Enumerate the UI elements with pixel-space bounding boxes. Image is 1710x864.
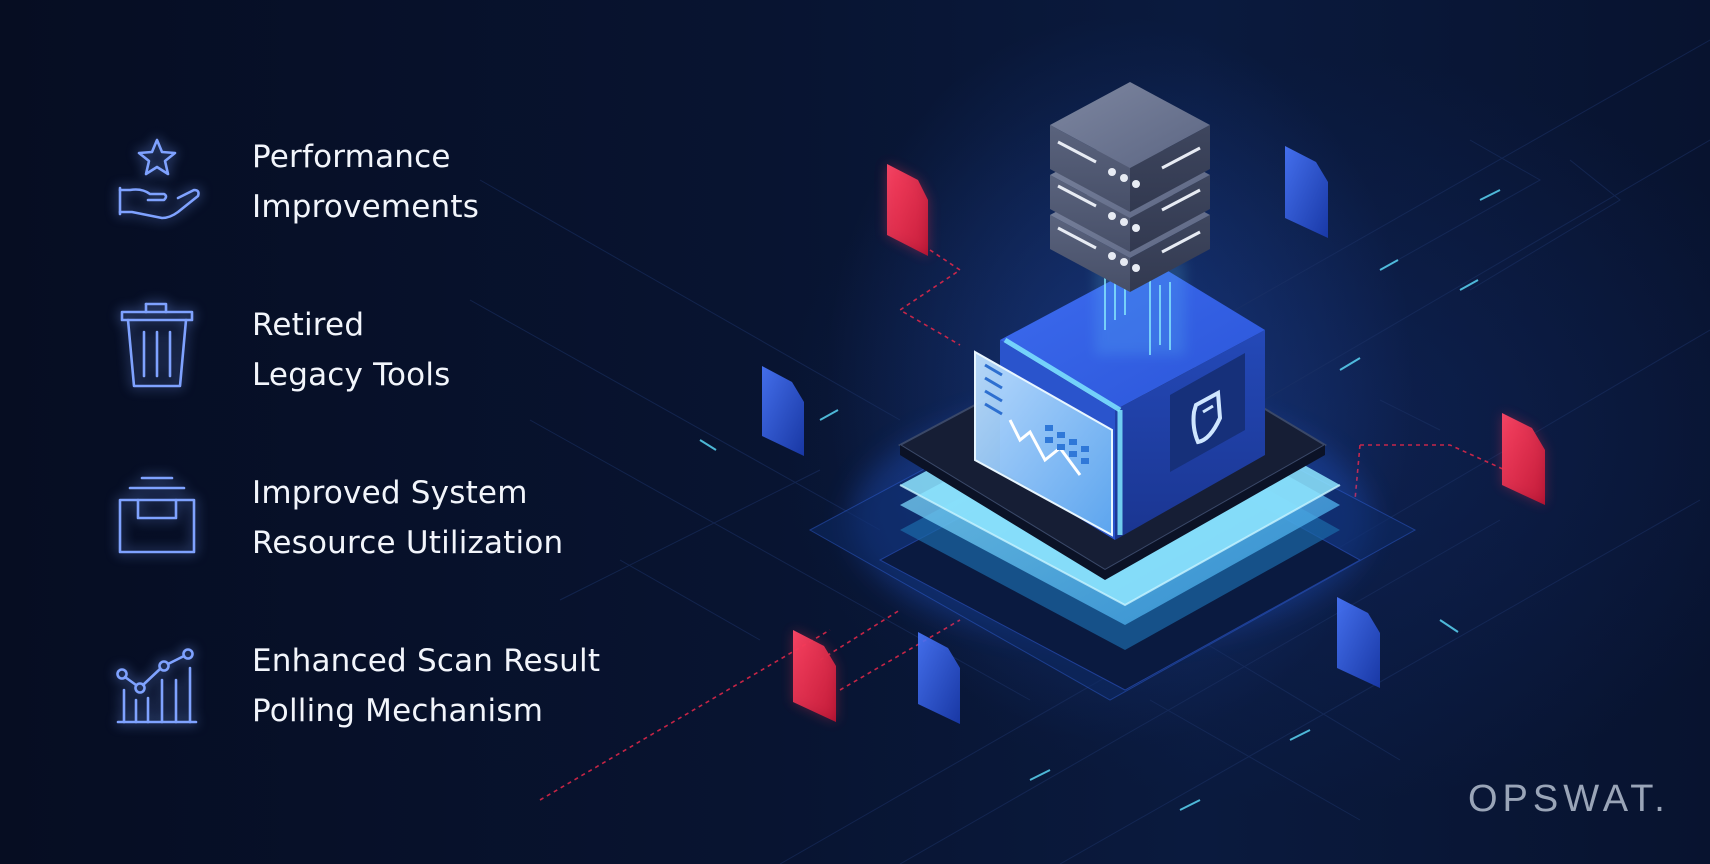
feature-label: Enhanced Scan Result Polling Mechanism: [252, 636, 600, 736]
feature-label: Improved System Resource Utilization: [252, 468, 563, 568]
doc-blue-top-right: [1285, 146, 1328, 238]
storage-box-icon: [112, 468, 202, 558]
hand-star-icon: [112, 132, 202, 222]
doc-blue-bottom-left: [918, 632, 960, 724]
line-bar-chart-icon: [112, 636, 202, 726]
feature-label-line-2: Polling Mechanism: [252, 693, 544, 729]
feature-item-resource-utilization: Improved System Resource Utilization: [112, 454, 652, 564]
feature-label-line-1: Performance: [252, 139, 451, 175]
floating-documents: [762, 146, 1545, 724]
feature-item-polling-mechanism: Enhanced Scan Result Polling Mechanism: [112, 622, 652, 732]
feature-label: Retired Legacy Tools: [252, 300, 450, 400]
feature-label-line-1: Retired: [252, 307, 365, 343]
doc-red-right: [1502, 413, 1545, 505]
feature-label-line-2: Legacy Tools: [252, 357, 451, 393]
red-connectors: [539, 249, 1506, 801]
doc-blue-bottom-right: [1337, 597, 1380, 688]
feature-item-performance: Performance Improvements: [112, 118, 652, 228]
feature-label-line-1: Improved System: [252, 475, 528, 511]
opswat-logo: OPSWAT.: [1468, 778, 1670, 820]
feature-label-line-1: Enhanced Scan Result: [252, 643, 601, 679]
circuit-highlights: [699, 189, 1501, 811]
doc-red-bottom-left: [793, 630, 836, 722]
feature-item-legacy-tools: Retired Legacy Tools: [112, 286, 652, 396]
screen-panel: [974, 350, 1113, 537]
feature-label-line-2: Resource Utilization: [252, 525, 564, 561]
grid-lines: [469, 39, 1710, 864]
server-stack: [1050, 82, 1210, 292]
doc-blue-left: [762, 366, 804, 456]
feature-label: Performance Improvements: [252, 132, 479, 232]
feature-label-line-2: Improvements: [252, 189, 480, 225]
doc-red-top-left: [887, 164, 928, 256]
trash-can-icon: [112, 300, 202, 390]
